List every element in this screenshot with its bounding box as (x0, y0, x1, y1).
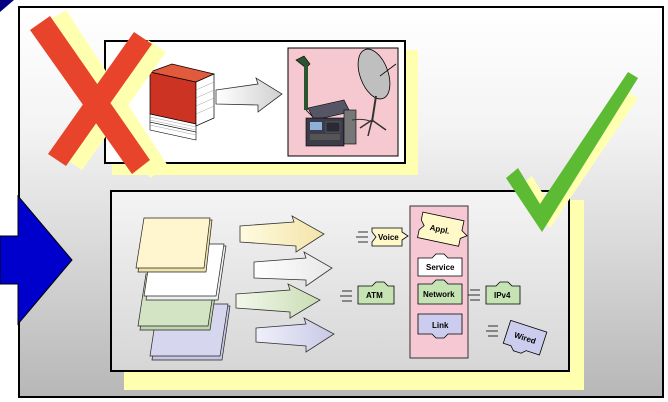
network-block: Network (417, 279, 463, 305)
big-blue-arrow (0, 194, 73, 326)
link-block: Link (417, 313, 463, 339)
ipv4-label: IPv4 (494, 291, 511, 300)
document-stack-icon (135, 217, 231, 361)
top-arrow (215, 77, 283, 113)
ipv4-block: IPv4 (468, 281, 521, 305)
book-stack-icon (148, 63, 216, 141)
appl-label: Appl. (429, 223, 450, 236)
terminal-equipment-icon (287, 47, 399, 157)
service-block: Service (417, 253, 463, 277)
cross-mark-icon (30, 10, 168, 178)
voice-label: Voice (378, 233, 399, 242)
arrow-voice (239, 215, 325, 253)
arrow-white (253, 251, 333, 287)
arrow-green (235, 283, 321, 319)
atm-label: ATM (366, 291, 383, 300)
voice-block: Voice (356, 227, 409, 247)
appl-block: Appl. (417, 211, 468, 247)
arrow-lavender (255, 317, 335, 353)
link-label: Link (432, 321, 449, 330)
atm-block: ATM (340, 281, 395, 305)
check-mark-icon (506, 72, 638, 232)
corner-triangle (0, 0, 14, 12)
wired-block: Wired (486, 319, 548, 356)
service-label: Service (426, 263, 455, 272)
network-label: Network (423, 290, 455, 299)
